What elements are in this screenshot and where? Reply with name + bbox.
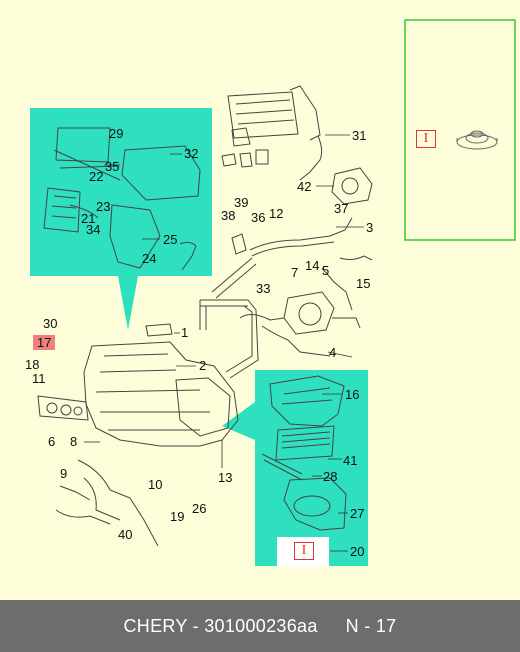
callout-41[interactable]: 41 [343,453,358,468]
part-number-label: CHERY - 301000236aa [123,615,318,636]
footer-bar: CHERY - 301000236aa N - 17 [0,600,520,652]
callout-22[interactable]: 22 [89,169,104,184]
callout-10[interactable]: 10 [148,477,163,492]
callout-37[interactable]: 37 [334,201,349,216]
callout-13[interactable]: 13 [218,470,233,485]
callout-20[interactable]: 20 [350,544,365,559]
callout-23[interactable]: 23 [96,199,111,214]
callout-4[interactable]: 4 [329,345,337,360]
callout-31[interactable]: 31 [352,128,367,143]
callout-39[interactable]: 39 [234,195,249,210]
callout-3[interactable]: 3 [366,220,374,235]
callout-24[interactable]: 24 [142,251,157,266]
callout-28[interactable]: 28 [323,469,338,484]
callout-27[interactable]: 27 [350,506,365,521]
callout-30[interactable]: 30 [43,316,58,331]
callout-2[interactable]: 2 [199,358,207,373]
callout-5[interactable]: 5 [322,263,330,278]
inset-frame [404,19,516,241]
callout-18[interactable]: 18 [25,357,40,372]
callout-16[interactable]: 16 [345,387,360,402]
callout-36[interactable]: 36 [251,210,266,225]
callout-33[interactable]: 33 [256,281,271,296]
callout-29[interactable]: 29 [109,126,124,141]
callout-6[interactable]: 6 [48,434,56,449]
upper-assembly-panel [30,108,212,276]
callout-17-highlighted[interactable]: 17 [33,335,56,350]
page-reference-label: N - 17 [345,615,397,636]
callout-21[interactable]: 21 [81,211,96,226]
callout-26[interactable]: 26 [192,501,207,516]
callout-7[interactable]: 7 [291,265,299,280]
callout-11[interactable]: 11 [32,371,46,386]
callout-19[interactable]: 19 [170,509,185,524]
panel-pointer [118,276,138,330]
blower-assembly-panel [255,370,368,566]
callout-42[interactable]: 42 [297,179,312,194]
panel-pointer-2 [222,402,255,440]
callout-38[interactable]: 38 [221,208,236,223]
callout-32[interactable]: 32 [184,146,199,161]
info-marker-icon[interactable]: I [294,542,314,560]
callout-34[interactable]: 34 [86,222,101,237]
callout-25[interactable]: 25 [163,232,178,247]
callout-14[interactable]: 14 [305,258,320,273]
diagram-artwork [30,19,516,566]
callout-35[interactable]: 35 [105,159,120,174]
info-marker-icon[interactable]: I [416,130,436,148]
callout-1[interactable]: 1 [181,325,189,340]
washer-part-drawing [456,130,498,150]
callout-15[interactable]: 15 [356,276,371,291]
callout-8[interactable]: 8 [70,434,78,449]
callout-12[interactable]: 12 [269,206,284,221]
callout-9[interactable]: 9 [60,466,68,481]
callout-40[interactable]: 40 [118,527,133,542]
